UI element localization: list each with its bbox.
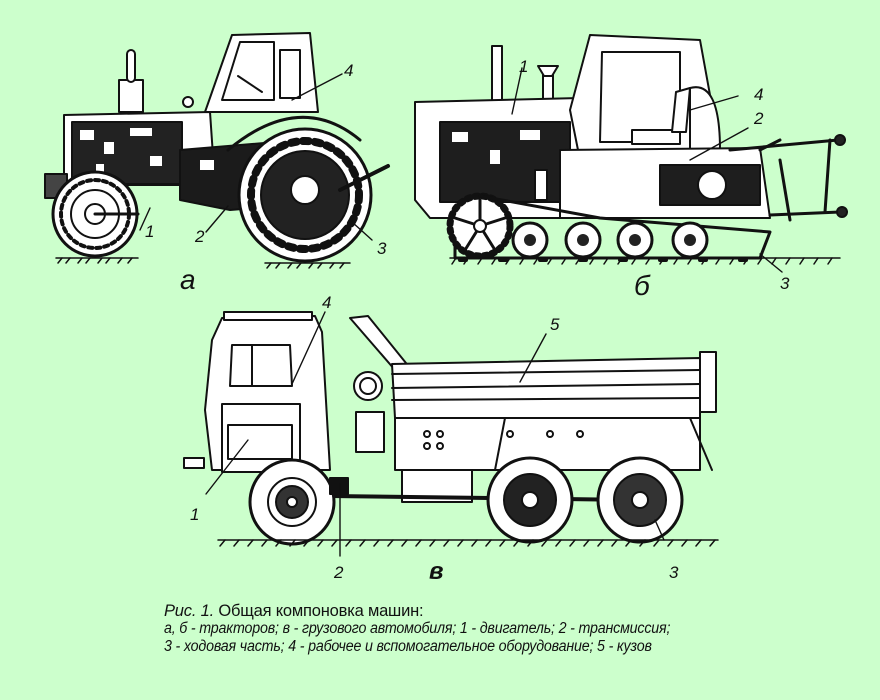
callout-v-4: 4	[322, 293, 332, 312]
caption-prefix: Рис. 1.	[164, 602, 214, 620]
callout-v-3: 3	[669, 563, 679, 582]
callout-a-2: 2	[195, 227, 205, 246]
callout-b-3: 3	[780, 274, 790, 293]
callout-b-1: 1	[519, 57, 529, 76]
callout-v-5: 5	[550, 315, 560, 334]
panel-label-v: в	[429, 558, 444, 585]
caption-legend-line-2: 3 - ходовая часть; 4 - рабочее и вспомог…	[164, 638, 652, 655]
callout-v-2: 2	[334, 563, 344, 582]
caption-legend-line-1: а, б - тракторов; в - грузового автомоби…	[164, 620, 671, 637]
crawler-tractor-drawing	[414, 34, 848, 273]
panel-label-a: а	[180, 264, 196, 295]
callout-b-4: 4	[754, 85, 764, 104]
caption-title: Рис. 1. Общая компоновка машин:	[164, 602, 804, 620]
callout-a-4: 4	[344, 61, 354, 80]
callout-v-1: 1	[190, 505, 200, 524]
dump-truck-drawing	[183, 311, 719, 557]
callout-a-1: 1	[145, 222, 155, 241]
callout-b-2: 2	[754, 109, 764, 128]
caption-title-text: Общая компоновка машин:	[213, 602, 424, 620]
callout-a-3: 3	[377, 239, 387, 258]
wheeled-tractor-drawing	[44, 32, 390, 269]
panel-label-b: б	[634, 270, 650, 301]
figure-caption: Рис. 1. Общая компоновка машин: а, б - т…	[164, 602, 804, 656]
